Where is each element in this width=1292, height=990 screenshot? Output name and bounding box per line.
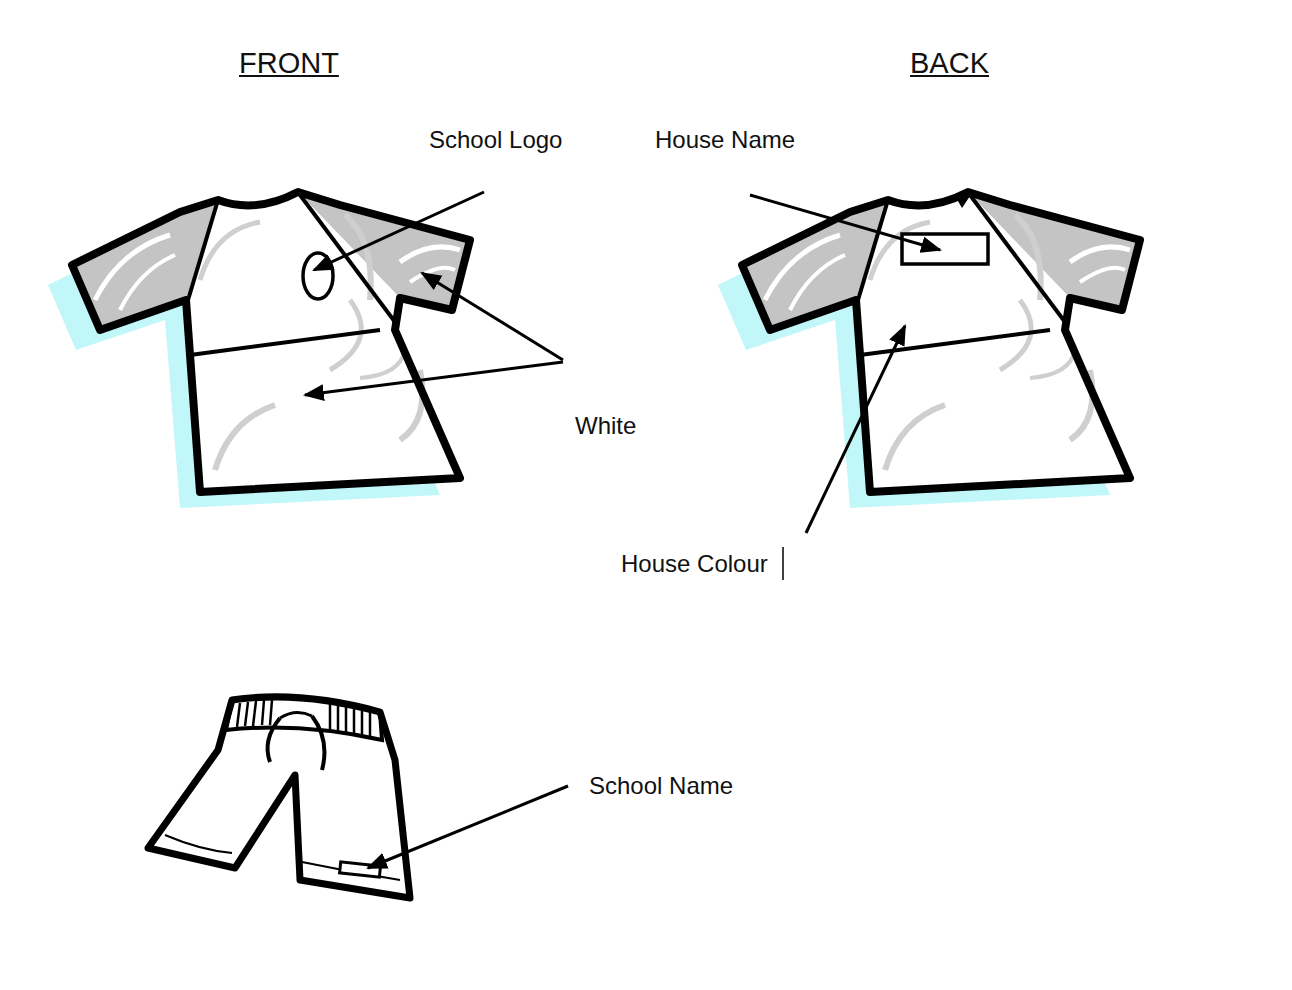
house-name-patch	[902, 234, 988, 264]
callout-label: School Name	[589, 773, 733, 799]
callout-label: House Name	[655, 127, 795, 153]
callout-label: House Colour	[621, 551, 768, 577]
back-shirt	[718, 192, 1140, 508]
front-shirt	[48, 192, 470, 508]
view-heading: BACK	[910, 48, 989, 80]
logo-outline	[303, 253, 333, 299]
neck-tag	[955, 196, 970, 208]
callout-label: White	[575, 413, 636, 439]
callout-label: School Logo	[429, 127, 562, 153]
view-heading: FRONT	[239, 48, 339, 80]
leader-lines	[305, 192, 940, 868]
text-cursor	[782, 547, 784, 580]
